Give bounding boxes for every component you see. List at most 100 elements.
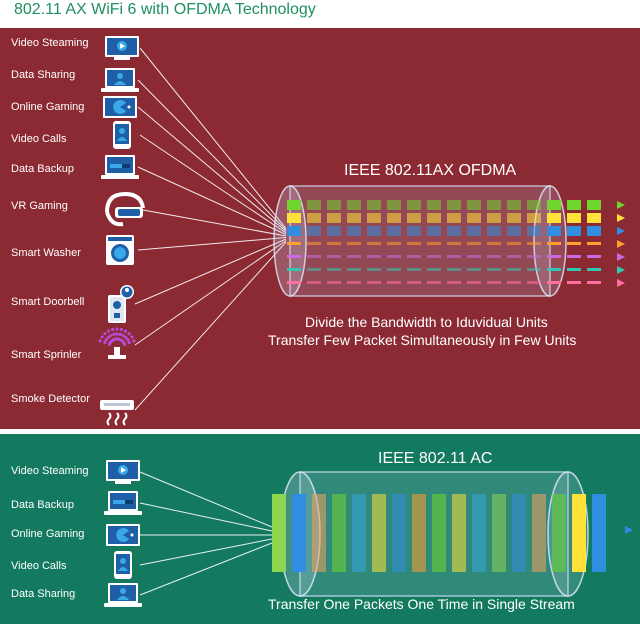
ofdma-packet (347, 242, 361, 245)
ofdma-packet (327, 226, 341, 236)
ac-packet (532, 494, 546, 572)
ofdma-packet (327, 213, 341, 223)
ofdma-packet (407, 242, 421, 245)
stream-arrow-icon (617, 214, 625, 222)
ofdma-packet (587, 255, 601, 258)
ofdma-connector-line (134, 238, 287, 305)
ofdma-packet (527, 226, 541, 236)
ofdma-packet (347, 226, 361, 236)
ofdma-packet (527, 255, 541, 258)
ac-packet (312, 494, 326, 572)
ofdma-connector-line (137, 166, 287, 235)
ofdma-connector-line (134, 240, 287, 346)
ofdma-packet (447, 242, 461, 245)
ofdma-packet (527, 242, 541, 245)
ofdma-packet (587, 281, 601, 284)
ofdma-packet (547, 255, 561, 258)
ac-packet (392, 494, 406, 572)
ofdma-packet (567, 200, 581, 210)
ofdma-packet (547, 268, 561, 271)
ofdma-packet (507, 255, 521, 258)
ofdma-packet (307, 255, 321, 258)
ac-packet (352, 494, 366, 572)
ofdma-device-label: VR Gaming (11, 200, 68, 212)
ofdma-packet (587, 213, 601, 223)
ofdma-device-label: Online Gaming (11, 101, 85, 113)
ac-packet (592, 494, 606, 572)
sprinkler-icon (98, 327, 136, 359)
ofdma-packet (347, 200, 361, 210)
stream-arrow-icon (617, 201, 625, 209)
ofdma-packet (447, 200, 461, 210)
ofdma-connector-line (139, 134, 287, 234)
header-bar: 802.11 AX WiFi 6 with OFDMA Technology (0, 0, 640, 28)
ofdma-packet (547, 213, 561, 223)
ofdma-packet (307, 200, 321, 210)
monitor-play-icon (105, 36, 139, 60)
ofdma-packet (467, 268, 481, 271)
ofdma-packet (367, 213, 381, 223)
ofdma-packet (307, 213, 321, 223)
ofdma-packet (427, 226, 441, 236)
ofdma-packet (447, 255, 461, 258)
ofdma-packet (387, 255, 401, 258)
vr-headset-icon (105, 191, 145, 227)
ac-device-label: Video Calls (11, 560, 67, 572)
ofdma-packet (587, 200, 601, 210)
ac-title: IEEE 802.11 AC (378, 450, 493, 467)
ofdma-packet (427, 281, 441, 284)
ofdma-packet (547, 226, 561, 236)
ofdma-device-label: Smart Washer (11, 247, 81, 259)
ofdma-packet (427, 242, 441, 245)
ofdma-packet (387, 242, 401, 245)
ofdma-packet (487, 281, 501, 284)
stream-arrow-icon (625, 526, 633, 534)
ac-connector-line (139, 538, 273, 566)
ofdma-packet (467, 200, 481, 210)
ofdma-packet (287, 242, 301, 245)
ofdma-connector-line (139, 47, 287, 229)
ofdma-device-label: Video Steaming (11, 37, 89, 49)
laptop-user-icon (101, 68, 139, 92)
ofdma-packet (527, 281, 541, 284)
ofdma-packet (367, 226, 381, 236)
ac-device-label: Data Sharing (11, 588, 76, 600)
ofdma-packet (507, 281, 521, 284)
ofdma-packet (287, 213, 301, 223)
laptop-progress-icon (101, 155, 139, 179)
stream-arrow-icon (617, 279, 625, 287)
ofdma-packet (387, 213, 401, 223)
ofdma-packet (307, 268, 321, 271)
ofdma-packet (387, 281, 401, 284)
ofdma-connector-line (137, 79, 287, 231)
ofdma-device-label: Video Calls (11, 133, 67, 145)
ac-connector-line (139, 471, 273, 528)
ofdma-packet (487, 242, 501, 245)
ofdma-packet (387, 226, 401, 236)
ofdma-packet (347, 213, 361, 223)
ofdma-packet (567, 268, 581, 271)
ofdma-connector-line (137, 106, 287, 232)
ofdma-packet (587, 242, 601, 245)
ofdma-packet (327, 200, 341, 210)
ofdma-packet (467, 226, 481, 236)
ofdma-packet (547, 281, 561, 284)
ac-device-label: Video Steaming (11, 465, 89, 477)
ac-caption: Transfer One Packets One Time in Single … (268, 596, 575, 612)
ofdma-packet (327, 281, 341, 284)
ofdma-packet (427, 200, 441, 210)
ofdma-packet (547, 200, 561, 210)
ofdma-device-label: Smart Sprinler (11, 349, 82, 361)
ofdma-packet (487, 226, 501, 236)
ofdma-packet (507, 213, 521, 223)
ofdma-packet (387, 200, 401, 210)
ofdma-packet (487, 255, 501, 258)
ac-packet (432, 494, 446, 572)
ofdma-packet (387, 268, 401, 271)
ac-packet (472, 494, 486, 572)
ofdma-packet (567, 242, 581, 245)
ofdma-packet (447, 226, 461, 236)
ofdma-packet (487, 200, 501, 210)
ofdma-packet (287, 255, 301, 258)
